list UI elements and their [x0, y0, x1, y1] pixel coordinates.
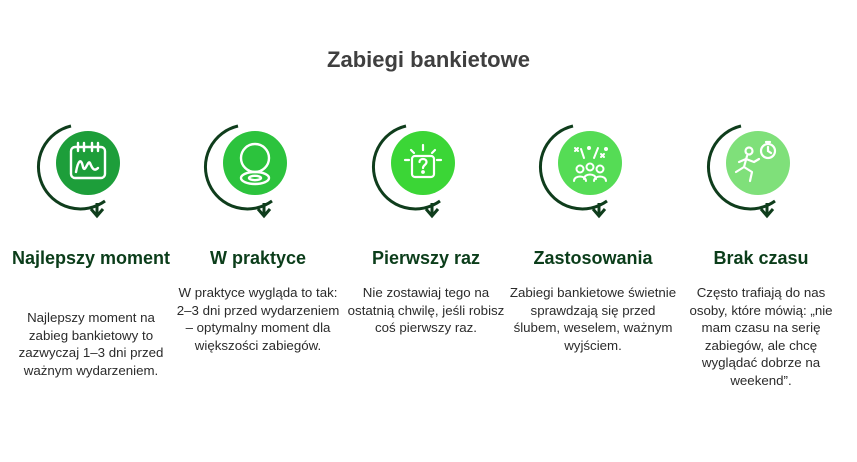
step-best-moment: Najlepszy moment Najlepszy moment na zab…: [6, 112, 176, 442]
step-graphic: [36, 124, 120, 219]
step-graphic: [203, 124, 287, 219]
progress-arc: [538, 124, 608, 211]
arrow-down-icon: [256, 208, 272, 219]
step-in-practice: W praktyce W praktyce wygląda to tak: 2–…: [173, 112, 343, 442]
mystery-box-icon: [403, 143, 443, 179]
progress-arc: [706, 124, 776, 211]
progress-arc: [36, 124, 106, 211]
step-heading: W praktyce: [209, 248, 307, 268]
step-graphic: [706, 124, 790, 219]
step-circle: [223, 131, 287, 195]
arrow-down-icon: [759, 208, 775, 219]
step-applications: Zastosowania Zabiegi bankietowe świetnie…: [508, 112, 678, 442]
step-description: Nie zostawiaj tego na ostatnią chwilę, j…: [347, 285, 505, 336]
step-circle: [726, 131, 790, 195]
arrow-down-icon: [591, 208, 607, 219]
step-description: Najlepszy moment na zabieg bankietowy to…: [18, 310, 164, 378]
running-stopwatch-icon: [734, 140, 777, 183]
face-mask-icon: [239, 142, 271, 186]
step-description: Zabiegi bankietowe świetnie sprawdzają s…: [509, 285, 677, 353]
step-graphic: [538, 124, 622, 219]
step-first-time: Pierwszy raz Nie zostawiaj tego na ostat…: [341, 112, 511, 442]
step-no-time: Brak czasu Często trafiają do nas osoby,…: [676, 112, 846, 442]
step-heading: Brak czasu: [713, 248, 809, 268]
progress-arc: [371, 124, 441, 211]
step-description: W praktyce wygląda to tak: 2–3 dni przed…: [176, 285, 340, 353]
calendar-icon: [69, 141, 107, 180]
step-heading: Pierwszy raz: [371, 248, 481, 268]
step-graphic: [371, 124, 455, 219]
arrow-down-icon: [89, 208, 105, 219]
step-heading: Najlepszy moment: [11, 248, 171, 268]
arrow-down-icon: [424, 208, 440, 219]
step-circle: [391, 131, 455, 195]
celebration-crowd-icon: [573, 146, 608, 182]
page-title: Zabiegi bankietowe: [327, 47, 530, 72]
step-description: Często trafiają do nas osoby, które mówi…: [689, 285, 833, 388]
progress-arc: [203, 124, 273, 211]
step-heading: Zastosowania: [533, 248, 653, 268]
